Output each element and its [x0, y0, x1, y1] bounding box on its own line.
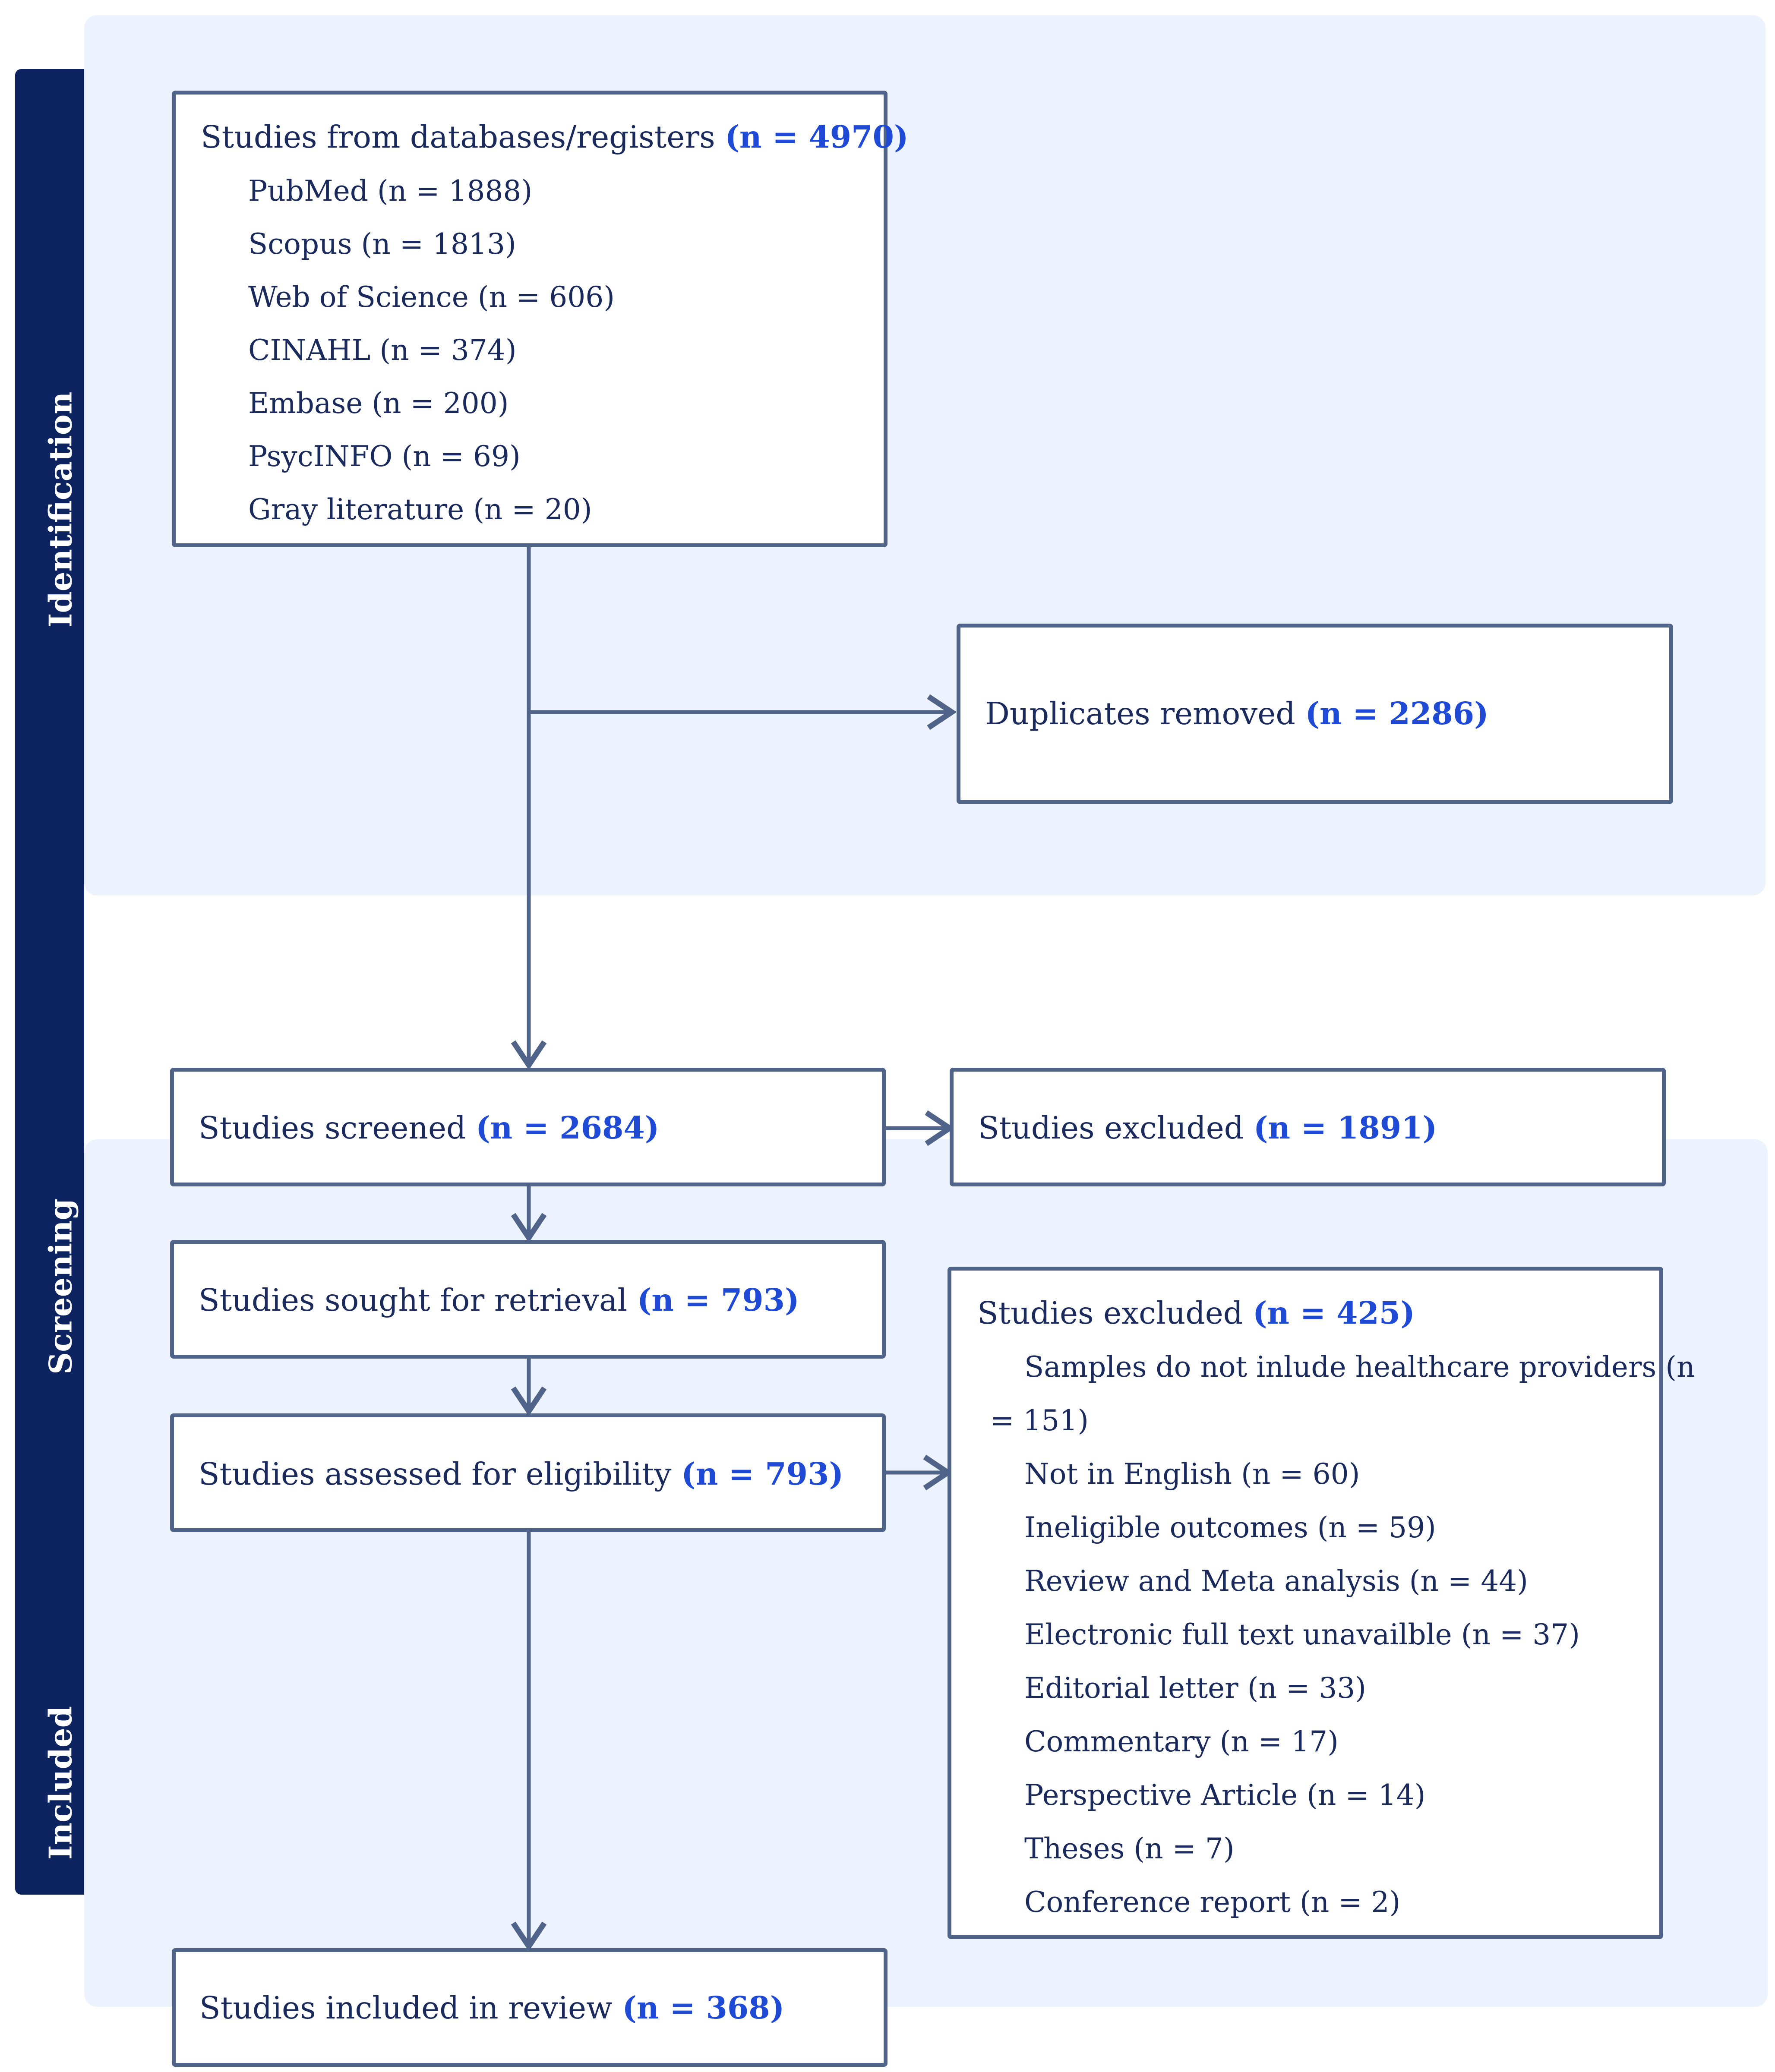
screened-text: Studies screened (n = 2684) [199, 1110, 660, 1146]
reason-review-meta-analysis: Review and Meta analysis (n = 44) [1024, 1564, 1528, 1598]
reason-ineligible-outcomes: Ineligible outcomes (n = 59) [1024, 1511, 1436, 1544]
duplicates-text: Duplicates removed (n = 2286) [985, 698, 1489, 729]
source-psycinfo: PsycINFO (n = 69) [248, 440, 521, 473]
screened-box [170, 1068, 886, 1186]
included-count: (n = 368) [622, 1990, 785, 2026]
retrieval-count: (n = 793) [637, 1282, 799, 1318]
excluded-full-title: Studies excluded (n = 425) [977, 1295, 1415, 1331]
screening-sidebar [15, 876, 84, 1698]
excluded-screen-box [950, 1068, 1666, 1186]
source-cinahl: CINAHL (n = 374) [248, 334, 517, 367]
excluded-screen-label: Studies excluded [978, 1110, 1244, 1146]
eligibility-text: Studies assessed for eligibility (n = 79… [199, 1456, 844, 1492]
eligibility-box [170, 1413, 886, 1532]
eligibility-count: (n = 793) [681, 1456, 844, 1492]
identification-count: (n = 4970) [725, 119, 909, 155]
included-box [172, 1948, 888, 2067]
included-label: Studies included in review [199, 1990, 613, 2026]
screened-label: Studies screened [199, 1110, 466, 1146]
identification-label: Studies from databases/registers [201, 119, 715, 155]
excluded-full-label: Studies excluded [977, 1295, 1243, 1331]
duplicates-label: Duplicates removed [985, 696, 1295, 732]
identification-box [172, 91, 888, 547]
duplicates-count: (n = 2286) [1305, 695, 1489, 732]
reason-editorial-letter: Editorial letter (n = 33) [1024, 1671, 1366, 1705]
included-text: Studies included in review (n = 368) [199, 1990, 785, 2026]
source-gray-literature: Gray literature (n = 20) [248, 493, 592, 526]
excluded-full-box [948, 1267, 1663, 1939]
source-web-of-science: Web of Science (n = 606) [248, 281, 615, 314]
reason-full-text-unavailable: Electronic full text unavailble (n = 37) [1024, 1618, 1580, 1651]
source-pubmed: PubMed (n = 1888) [248, 174, 533, 208]
retrieval-label: Studies sought for retrieval [199, 1282, 628, 1318]
reason-theses: Theses (n = 7) [1024, 1832, 1235, 1865]
excluded-full-count: (n = 425) [1252, 1295, 1415, 1331]
excluded-screen-text: Studies excluded (n = 1891) [978, 1110, 1437, 1146]
reason-no-healthcare-providers-cont: = 151) [990, 1404, 1089, 1437]
identification-sidebar [15, 69, 84, 949]
reason-no-healthcare-providers: Samples do not inlude healthcare provide… [1024, 1350, 1695, 1384]
screened-count: (n = 2684) [476, 1110, 660, 1146]
included-sidebar [15, 1670, 84, 1895]
retrieval-box [170, 1240, 886, 1359]
eligibility-label: Studies assessed for eligibility [199, 1456, 672, 1492]
identification-title: Studies from databases/registers (n = 49… [201, 119, 909, 155]
reason-commentary: Commentary (n = 17) [1024, 1725, 1339, 1758]
duplicates-box [957, 624, 1673, 804]
source-embase: Embase (n = 200) [248, 387, 509, 420]
excluded-screen-count: (n = 1891) [1253, 1110, 1437, 1146]
reason-perspective-article: Perspective Article (n = 14) [1024, 1779, 1426, 1812]
reason-not-in-english: Not in English (n = 60) [1024, 1457, 1360, 1491]
source-scopus: Scopus (n = 1813) [248, 227, 516, 261]
reason-conference-report: Conference report (n = 2) [1024, 1886, 1401, 1919]
retrieval-text: Studies sought for retrieval (n = 793) [199, 1282, 799, 1318]
